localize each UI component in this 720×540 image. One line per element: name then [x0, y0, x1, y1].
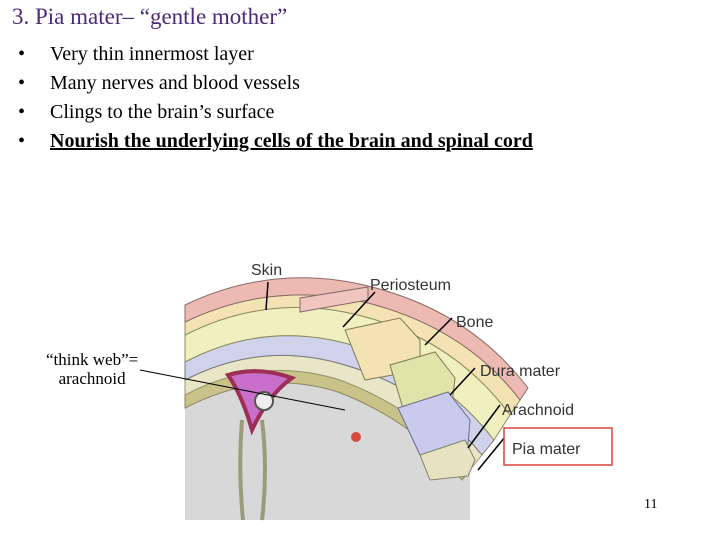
bullet-list: • Very thin innermost layer • Many nerves …	[18, 40, 533, 156]
dura-label: Dura mater	[480, 363, 561, 380]
blood-vessel	[351, 432, 361, 442]
note-line: “think web”=	[46, 350, 139, 369]
bone-pointer	[424, 317, 453, 346]
page-number: 11	[644, 497, 658, 512]
slide-title: 3. Pia mater– “gentle mother”	[12, 4, 288, 29]
note-line: arachnoid	[58, 369, 126, 388]
bone-label: Bone	[456, 314, 493, 331]
skin-pointer	[265, 281, 269, 311]
arachnoid-label: Arachnoid	[502, 402, 574, 419]
bullet-marker: •	[18, 130, 26, 152]
dura-pointer	[449, 367, 476, 396]
pia-label: Pia mater	[512, 441, 581, 458]
bullet-text: Clings to the brain’s surface	[50, 101, 275, 123]
bullet-item: • Nourish the underlying cells of the bra…	[18, 127, 533, 156]
arachnoid-block	[419, 439, 476, 481]
bullet-text: Very thin innermost layer	[50, 43, 254, 65]
dura-block	[397, 391, 471, 456]
pia-pointer	[477, 436, 506, 471]
note-pointer	[139, 369, 346, 411]
arachnoid-granulation	[254, 391, 274, 411]
periosteum-label: Periosteum	[370, 277, 451, 294]
longitudinal-fissure	[238, 419, 267, 521]
arachnoid-pointer	[467, 404, 501, 449]
bullet-item: • Very thin innermost layer	[18, 40, 533, 69]
bullet-text: Nourish the underlying cells of the brai…	[50, 130, 533, 152]
bullet-marker: •	[18, 101, 26, 123]
bullet-text: Many nerves and blood vessels	[50, 72, 300, 94]
skin-label: Skin	[251, 262, 282, 279]
bullet-item: • Clings to the brain’s surface	[18, 98, 533, 127]
bullet-item: • Many nerves and blood vessels	[18, 69, 533, 98]
periosteum-pointer	[342, 291, 376, 328]
bullet-marker: •	[18, 43, 26, 65]
arachnoid-note: “think web”= arachnoid	[46, 350, 138, 388]
bullet-marker: •	[18, 72, 26, 94]
skin-layer	[184, 277, 529, 401]
pia-highlight-box	[503, 427, 613, 466]
